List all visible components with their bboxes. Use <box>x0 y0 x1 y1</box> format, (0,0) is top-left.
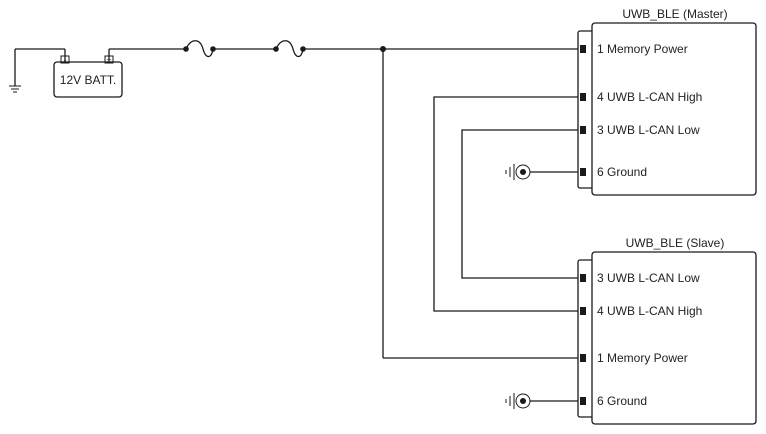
can-low-wire <box>461 129 583 279</box>
connector-pin: 3 UWB L-CAN Low <box>580 123 700 137</box>
fuse-icon <box>273 40 306 58</box>
pin-label: 6 Ground <box>597 165 647 179</box>
pin-label: 1 Memory Power <box>597 42 688 56</box>
pin-label: 3 UWB L-CAN Low <box>597 123 700 137</box>
can-high-wire <box>433 96 583 312</box>
connector-pin: 1 Memory Power <box>580 42 688 56</box>
module-master: UWB_BLE (Master) 1 Memory Power 4 UWB L-… <box>577 7 757 196</box>
pin-label: 4 UWB L-CAN High <box>597 304 702 318</box>
module-body <box>591 22 757 196</box>
connector-pin: 4 UWB L-CAN High <box>580 90 702 104</box>
fuse-icon <box>183 40 216 58</box>
module-title: UWB_BLE (Slave) <box>626 236 725 250</box>
module-body <box>591 251 757 425</box>
pin-label: 6 Ground <box>597 394 647 408</box>
connector-pin: 6 Ground <box>580 394 647 408</box>
pin-label: 1 Memory Power <box>597 351 688 365</box>
connector-pin: 4 UWB L-CAN High <box>580 304 702 318</box>
battery: - + 12V BATT. <box>53 49 123 98</box>
ground-icon <box>9 48 65 93</box>
battery-positive-terminal <box>104 55 114 64</box>
connector-pin: 1 Memory Power <box>580 351 688 365</box>
module-slave: UWB_BLE (Slave) 3 UWB L-CAN Low 4 UWB L-… <box>577 236 757 425</box>
chassis-ground-icon <box>505 164 583 180</box>
battery-negative-terminal <box>60 55 70 64</box>
power-line <box>109 40 583 359</box>
connector-pin: 3 UWB L-CAN Low <box>580 271 700 285</box>
chassis-ground-icon <box>505 393 583 409</box>
connector-pin: 6 Ground <box>580 165 647 179</box>
battery-label: 12V BATT. <box>60 73 116 87</box>
module-title: UWB_BLE (Master) <box>622 7 727 21</box>
pin-label: 3 UWB L-CAN Low <box>597 271 700 285</box>
battery-body <box>53 61 123 98</box>
pin-label: 4 UWB L-CAN High <box>597 90 702 104</box>
battery-negative-symbol: - <box>64 55 67 65</box>
battery-positive-symbol: + <box>106 55 111 65</box>
